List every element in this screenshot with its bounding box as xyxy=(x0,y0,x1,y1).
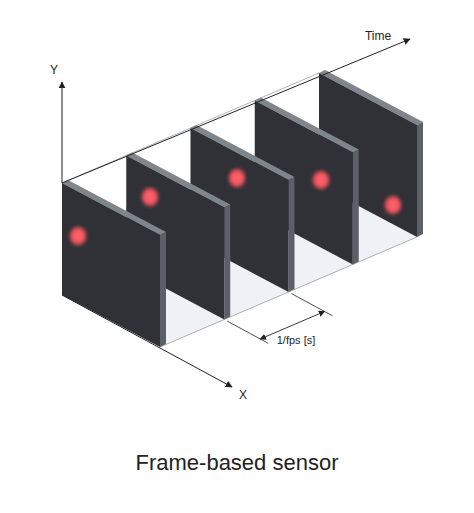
panel-edge xyxy=(353,150,359,265)
panel-edge xyxy=(289,177,295,292)
axis-label: Y xyxy=(50,64,58,77)
x-axis xyxy=(62,295,232,387)
time-axis xyxy=(62,39,410,183)
light-spot xyxy=(311,169,331,191)
y-axis xyxy=(62,82,63,183)
panel-face xyxy=(62,183,160,347)
panel-edge xyxy=(417,122,423,237)
light-spot xyxy=(383,194,403,216)
light-spot xyxy=(68,225,88,247)
axis-label: X xyxy=(239,389,247,402)
light-spot xyxy=(140,186,160,208)
frame-panel xyxy=(62,180,166,347)
extension-line xyxy=(292,294,333,316)
panel-edge xyxy=(224,205,230,320)
light-spot xyxy=(227,167,247,189)
axis-label: Time xyxy=(365,30,391,43)
dimension-label: 1/fps [s] xyxy=(275,334,318,346)
extension-line xyxy=(227,321,268,343)
caption: Frame-based sensor xyxy=(136,451,339,475)
panel-edge xyxy=(160,232,166,347)
